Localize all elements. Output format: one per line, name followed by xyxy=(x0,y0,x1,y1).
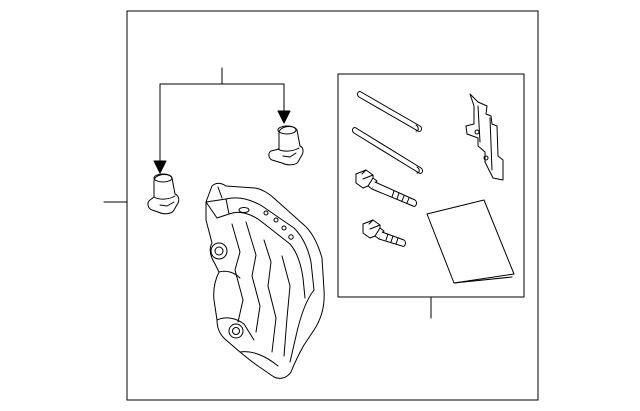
caliper-port xyxy=(229,324,243,338)
bleeder-left-arrowhead xyxy=(154,161,166,173)
caliper-port xyxy=(211,243,227,259)
anti-rattle-clip xyxy=(466,94,503,180)
guide-pin xyxy=(358,92,422,132)
assembly-frame xyxy=(104,11,538,400)
instruction-sheet xyxy=(427,200,514,283)
caliper-bolt-hole xyxy=(289,235,293,239)
mounting-bolt xyxy=(356,170,416,206)
bleeder-right-arrowhead xyxy=(278,111,290,123)
bleeder-screw xyxy=(269,126,303,165)
bleeder-screw xyxy=(148,174,179,214)
mounting-bolt xyxy=(363,220,405,246)
caliper-bolt-hole xyxy=(264,211,268,215)
caliper-bolt-hole xyxy=(282,226,286,230)
caliper-outline xyxy=(206,183,324,378)
caliper-bolt-hole xyxy=(274,218,278,222)
caliper-assembly xyxy=(206,183,324,378)
hardware-kit xyxy=(338,74,524,318)
bleeder-callout xyxy=(154,68,290,173)
guide-pin xyxy=(353,128,423,174)
